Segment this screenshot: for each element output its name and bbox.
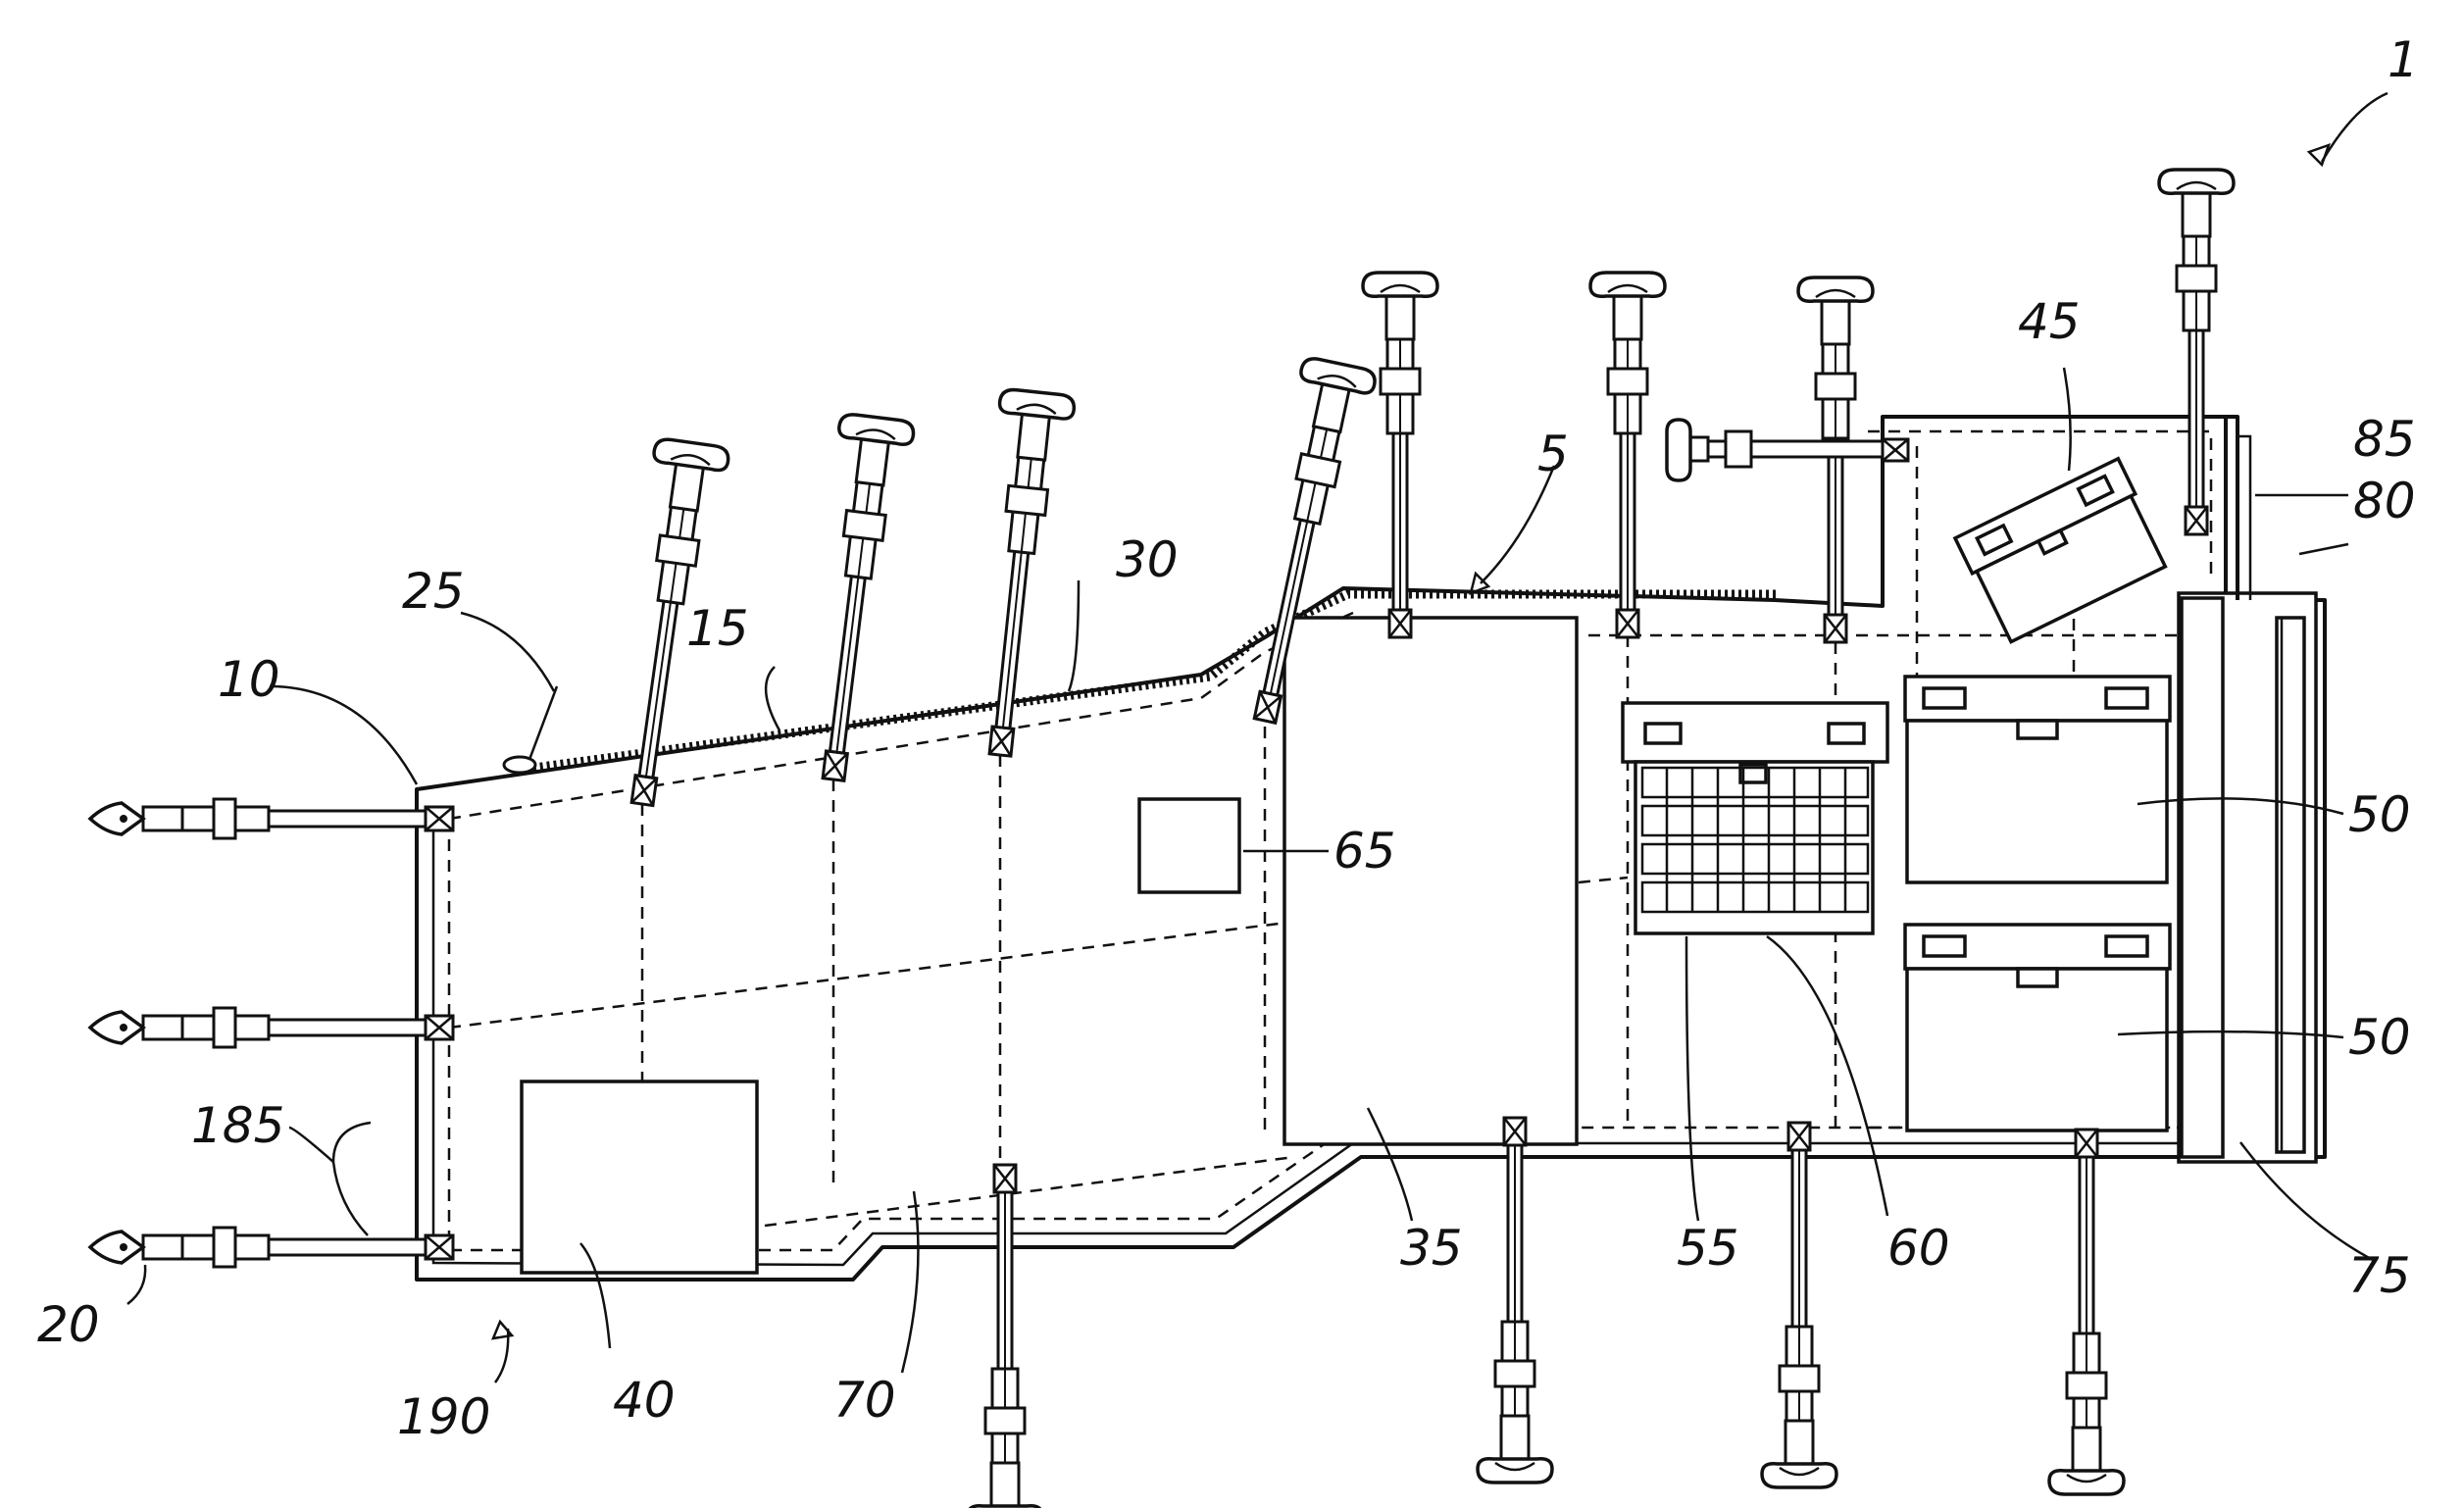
horizontal-rear-leg xyxy=(1667,420,1908,480)
ref-5: 5 xyxy=(1537,426,1569,482)
ref-60: 60 xyxy=(1887,1220,1950,1277)
ref-190: 190 xyxy=(397,1388,490,1445)
ref-10: 10 xyxy=(218,651,280,708)
ref-65: 65 xyxy=(1333,823,1396,880)
ref-1: 1 xyxy=(2388,31,2419,88)
ref-35: 35 xyxy=(1400,1220,1463,1277)
ref-45: 45 xyxy=(2018,293,2081,350)
parts-bin-cabinet xyxy=(1623,703,1887,933)
ref-15: 15 xyxy=(686,600,749,657)
ref-55: 55 xyxy=(1677,1220,1739,1277)
ref-70: 70 xyxy=(833,1372,896,1429)
tilted-box-45 xyxy=(1955,459,2170,644)
component-65 xyxy=(1139,799,1239,892)
ref-75: 75 xyxy=(2348,1247,2411,1304)
component-40 xyxy=(522,1081,757,1273)
front-side-legs xyxy=(90,799,453,1267)
ref-20: 20 xyxy=(37,1296,100,1353)
storage-box-upper xyxy=(1905,677,2170,882)
ref-25: 25 xyxy=(402,563,465,620)
ref-185: 185 xyxy=(191,1097,284,1154)
ref-50b: 50 xyxy=(2348,1009,2411,1066)
ref-85: 85 xyxy=(2353,411,2416,468)
ref-30: 30 xyxy=(1116,531,1179,588)
component-35-panel xyxy=(1284,618,1577,1144)
ref-50a: 50 xyxy=(2348,786,2411,843)
ref-40: 40 xyxy=(613,1372,676,1429)
storage-box-lower xyxy=(1905,925,2170,1131)
element-25-mast xyxy=(504,686,557,773)
ref-80: 80 xyxy=(2353,473,2416,529)
